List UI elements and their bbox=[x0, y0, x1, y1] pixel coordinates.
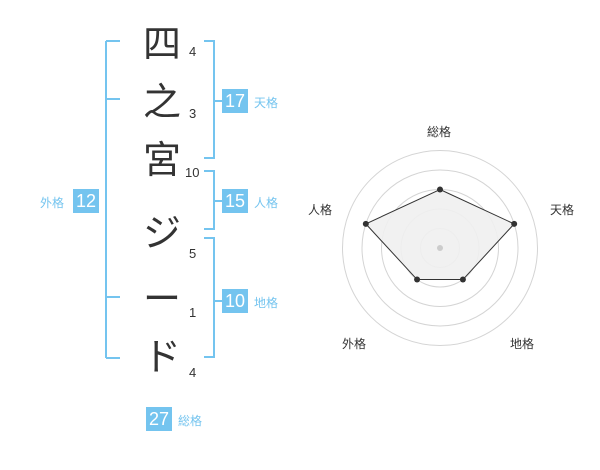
radar-axis-label-chikaku: 地格 bbox=[510, 337, 535, 351]
radar-point-2 bbox=[511, 220, 518, 227]
tenkaku-value: 17 bbox=[222, 89, 248, 113]
radar-point-5 bbox=[362, 220, 369, 227]
radar-series-area bbox=[364, 188, 516, 281]
stroke-count-2: 3 bbox=[189, 106, 197, 121]
jinkaku-label: 人格 bbox=[254, 196, 279, 210]
stroke-count-6: 4 bbox=[189, 365, 197, 380]
name-char-5: ー bbox=[142, 277, 181, 321]
name-char-4: ジ bbox=[142, 211, 181, 255]
radar-axis-label-gaikaku: 外格 bbox=[342, 337, 367, 351]
radar-center-dot bbox=[437, 245, 443, 251]
radar-grid-ring bbox=[361, 169, 519, 327]
stroke-count-1: 4 bbox=[189, 44, 197, 59]
stroke-count-3: 10 bbox=[185, 165, 200, 180]
soukaku-value: 27 bbox=[146, 407, 172, 431]
name-char-3: 宮 bbox=[142, 138, 181, 182]
outer-bracket bbox=[105, 40, 120, 359]
gaikaku-label: 外格 bbox=[40, 196, 65, 210]
stroke-count-4: 5 bbox=[189, 246, 197, 261]
radar-point-1 bbox=[437, 186, 443, 193]
name-char-6: ド bbox=[142, 335, 181, 379]
soukaku-label: 総格 bbox=[178, 414, 203, 428]
radar-axis-label-soukaku: 総格 bbox=[427, 125, 452, 139]
radar-point-3 bbox=[459, 276, 466, 283]
name-char-1: 四 bbox=[142, 22, 181, 66]
radar-point-4 bbox=[414, 276, 421, 283]
chikaku-value: 10 bbox=[222, 289, 248, 313]
right-brackets bbox=[204, 40, 222, 358]
radar-axis-label-jinkaku: 人格 bbox=[308, 203, 333, 217]
jinkaku-value: 15 bbox=[222, 189, 248, 213]
radar-chart bbox=[342, 150, 538, 346]
stroke-count-5: 1 bbox=[189, 305, 197, 320]
radar-grid-ring bbox=[342, 150, 538, 346]
gaikaku-value: 12 bbox=[73, 189, 99, 213]
radar-axis-label-tenkaku: 天格 bbox=[550, 203, 575, 217]
name-char-2: 之 bbox=[142, 80, 181, 124]
tenkaku-label: 天格 bbox=[254, 96, 279, 110]
chikaku-label: 地格 bbox=[254, 296, 279, 310]
